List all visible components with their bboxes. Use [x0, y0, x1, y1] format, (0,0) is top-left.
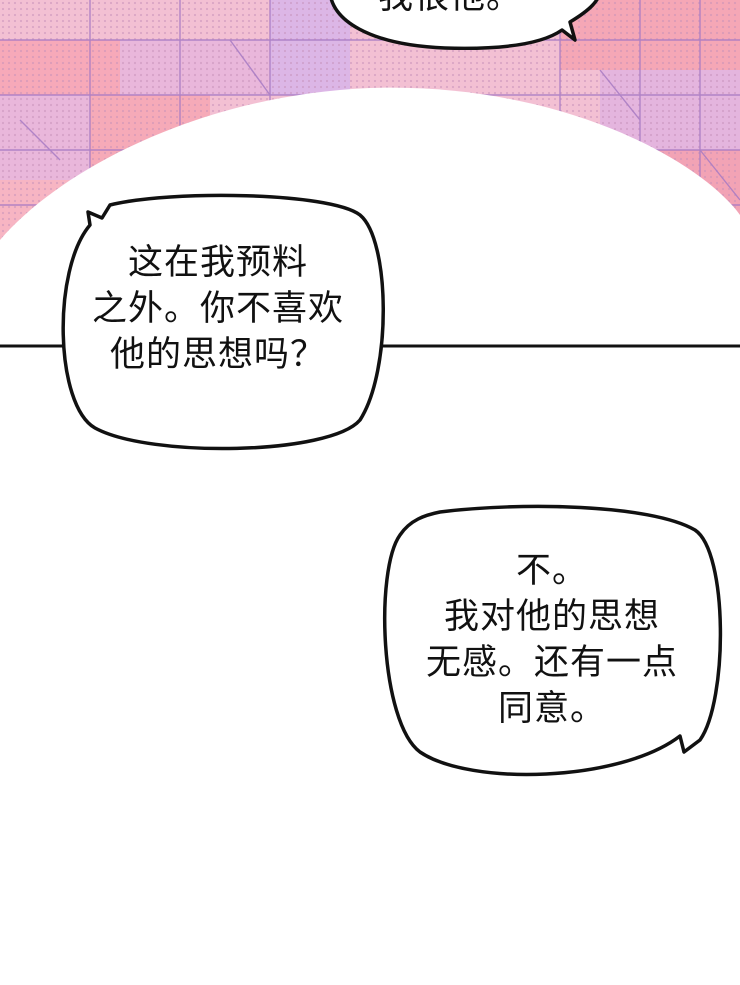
speech-line: 这在我预料	[127, 243, 308, 283]
speech-text-left: 这在我预料 之外。你不喜欢 他的思想吗？	[62, 240, 374, 378]
background-pattern	[0, 0, 740, 260]
speech-line: 我很他。	[300, 0, 600, 20]
speech-line: 同意。	[497, 689, 606, 729]
speech-line: 他的思想吗？	[109, 335, 326, 375]
speech-line: 我对他的思想	[443, 597, 660, 637]
speech-text-top: 我很他。	[300, 0, 600, 20]
speech-line: 无感。还有一点	[425, 643, 678, 683]
speech-bubble-left	[61, 193, 385, 451]
speech-text-right: 不。 我对他的思想 无感。还有一点 同意。	[390, 548, 714, 732]
speech-bubble-right	[383, 504, 723, 777]
speech-line: 之外。你不喜欢	[91, 289, 344, 329]
speech-line: 不。	[515, 551, 588, 591]
speech-bubble-top	[329, 0, 599, 51]
